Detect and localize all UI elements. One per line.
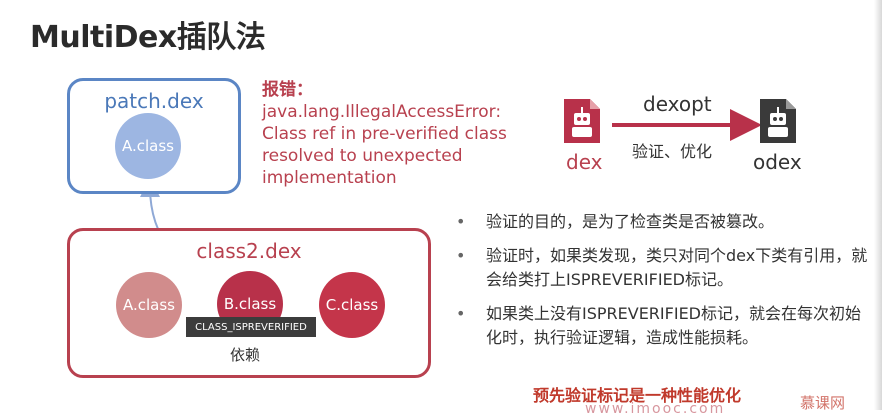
error-line: java.lang.IllegalAccessError: — [262, 102, 502, 122]
verify-optimize-label: 验证、优化 — [632, 142, 713, 161]
slide-title: MultiDex插队法 — [30, 20, 266, 55]
watermark: www.imooc.com — [585, 401, 726, 417]
patch-dex-title: patch.dex — [104, 89, 204, 113]
footer-note: 预先验证标记是一种性能优化 — [533, 386, 742, 405]
preverified-tag: CLASS_ISPREVERIFIED — [186, 317, 316, 337]
bullet-item: •验证时，如果类发现，类只对同个dex下类有引用，就会给类打上ISPREVERI… — [456, 246, 868, 289]
error-line: implementation — [262, 168, 397, 188]
class2-c-class-node: C.class — [319, 272, 385, 338]
bullet-text: 如果类上没有ISPREVERIFIED标记，就会在每次初始化时，执行验证逻辑，造… — [486, 304, 861, 347]
explanation-list: •验证的目的，是为了检查类是否被篡改。 •验证时，如果类发现，类只对同个dex下… — [448, 210, 868, 360]
class2-a-class-node: A.class — [116, 272, 182, 338]
window-edge — [874, 0, 882, 410]
error-line: resolved to unexpected — [262, 146, 463, 166]
odex-file-icon — [760, 99, 796, 143]
bullet-text: 验证的目的，是为了检查类是否被篡改。 — [486, 212, 775, 231]
dexopt-label: dexopt — [643, 92, 712, 116]
odex-label: odex — [753, 150, 802, 174]
dex-label: dex — [566, 150, 603, 174]
bullet-text: 验证时，如果类发现，类只对同个dex下类有引用，就会给类打上ISPREVERIF… — [486, 246, 868, 289]
dex-file-icon — [564, 99, 600, 143]
error-lead: 报错： — [262, 80, 313, 100]
bullet-item: •验证的目的，是为了检查类是否被篡改。 — [456, 212, 775, 231]
class2-dex-title: class2.dex — [196, 239, 302, 263]
patch-a-class-node: A.class — [115, 113, 181, 179]
bullet-item: •如果类上没有ISPREVERIFIED标记，就会在每次初始化时，执行验证逻辑，… — [456, 304, 861, 347]
imooc-logo: 慕课网 — [800, 394, 846, 412]
dependency-label: 依赖 — [230, 346, 261, 364]
error-message: 报错： java.lang.IllegalAccessError: Class … — [262, 79, 507, 189]
error-line: Class ref in pre-verified class — [262, 124, 507, 144]
